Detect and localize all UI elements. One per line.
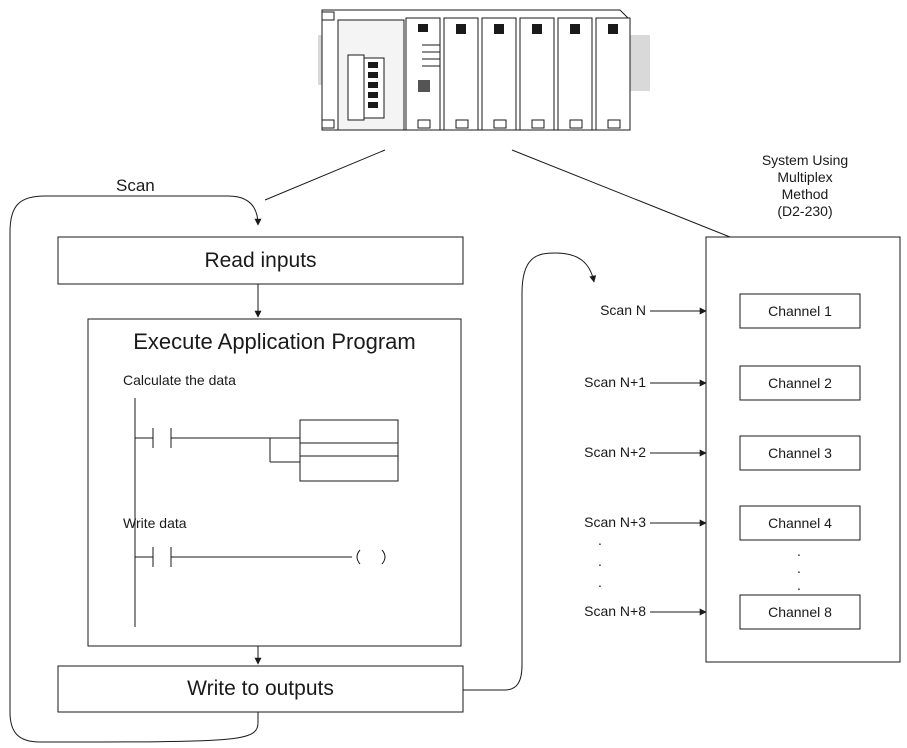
rack-connector-left [264, 149, 386, 201]
channel-box-2 [739, 365, 861, 401]
channel-label-3: Channel 3 [768, 445, 832, 461]
scan-label-n2: Scan N+2 [584, 444, 646, 460]
scan-loop-path [9, 195, 262, 743]
scan-ellipsis-dot-2: . [598, 553, 602, 569]
system-title: System Using Multiplex Method (D2-230) [715, 152, 895, 220]
channel-label-1: Channel 1 [768, 303, 832, 319]
system-title-line2: Multiplex [777, 169, 833, 185]
scan-label-n3: Scan N+3 [584, 514, 646, 530]
channel-box-4 [739, 505, 861, 541]
system-title-line3: Method [781, 186, 829, 202]
plc-rack-image [318, 9, 650, 131]
read-inputs-label: Read inputs [204, 248, 317, 272]
execute-program-box [87, 318, 462, 647]
channel-box-1 [739, 293, 861, 329]
channel-label-8: Channel 8 [768, 604, 832, 620]
read-inputs-box [57, 236, 464, 285]
write-data-label: Write data [123, 515, 187, 531]
calculate-label: Calculate the data [123, 372, 236, 388]
channel-ellipsis-dot-3: . [797, 577, 801, 593]
scan-label-n1: Scan N+1 [584, 374, 646, 390]
output-coil [356, 549, 361, 565]
channel-label-2: Channel 2 [768, 375, 832, 391]
scan-ellipsis-dot-3: . [598, 574, 602, 590]
function-box-2 [299, 442, 399, 482]
scan-label-n8: Scan N+8 [584, 603, 646, 619]
scan-ellipsis-dot-1: . [598, 532, 602, 548]
outputs-to-channels-path [463, 252, 597, 691]
channel-box-3 [739, 435, 861, 471]
write-outputs-box [57, 665, 464, 713]
scan-label: Scan [116, 176, 155, 195]
function-box-1 [299, 419, 399, 457]
channel-box-8 [739, 594, 861, 630]
system-title-line1: System Using [761, 152, 849, 168]
channel-ellipsis-dot-1: . [797, 543, 801, 559]
channel-label-4: Channel 4 [768, 515, 832, 531]
write-outputs-label: Write to outputs [187, 677, 334, 700]
scan-label-n: Scan N [600, 302, 646, 318]
channel-ellipsis-dot-2: . [797, 560, 801, 576]
execute-title: Execute Application Program [133, 329, 416, 354]
ladder-diagram [134, 398, 399, 627]
rack-connector-right [511, 149, 731, 238]
system-title-line4: (D2-230) [777, 203, 833, 219]
